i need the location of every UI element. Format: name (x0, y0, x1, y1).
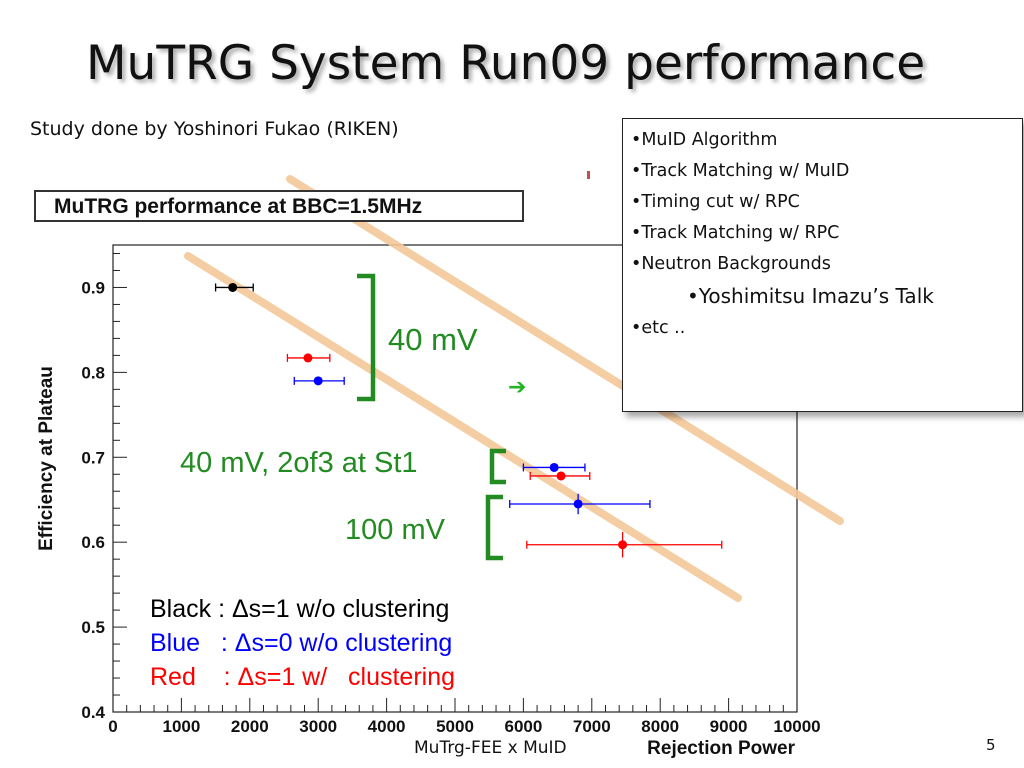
trend-band-lower (184, 252, 742, 602)
data-point (556, 471, 566, 481)
x-tick-label: 0 (108, 717, 117, 736)
green-arrow-icon: ➔ (508, 375, 526, 400)
plot-title: MuTRG performance at BBC=1.5MHz (54, 195, 423, 218)
annotation-40mv-2of3: 40 mV, 2of3 at St1 (180, 447, 418, 479)
x-tick-label: 2000 (231, 717, 269, 736)
data-point (549, 462, 559, 472)
info-item-muid-algorithm: •MuID Algorithm (631, 130, 778, 150)
data-point (303, 353, 313, 363)
legend-entry: Red : Δs=1 w/ clustering (150, 663, 455, 691)
x-tick-label: 9000 (710, 717, 748, 736)
slide-subtitle: Study done by Yoshinori Fukao (RIKEN) (30, 118, 399, 140)
info-item-imazu-talk: •Yoshimitsu Imazu’s Talk (687, 284, 934, 308)
bracket-2of3 (489, 448, 506, 485)
bracket-40mv (357, 273, 376, 402)
x-tick-label: 1000 (162, 717, 200, 736)
plot-title-box: MuTRG performance at BBC=1.5MHz (34, 190, 524, 222)
info-item-neutron-backgrounds: •Neutron Backgrounds (631, 254, 831, 274)
x-tick-label: 6000 (504, 717, 542, 736)
annotation-100mv: 100 mV (345, 514, 446, 546)
data-point (228, 282, 238, 292)
y-tick-label: 0.7 (81, 448, 105, 467)
data-point (618, 540, 628, 550)
trend-band-upper (286, 175, 844, 525)
legend-entry: Blue : Δs=0 w/o clustering (150, 629, 452, 657)
y-tick-label: 0.4 (81, 703, 105, 722)
x-tick-label: 3000 (299, 717, 337, 736)
data-point (313, 376, 323, 386)
data-point (573, 499, 583, 509)
legend-entry: Black : Δs=1 w/o clustering (150, 595, 449, 623)
info-item-track-matching-muid: •Track Matching w/ MuID (631, 161, 850, 181)
info-item-track-matching-rpc: •Track Matching w/ RPC (631, 223, 840, 243)
y-tick-label: 0.9 (81, 278, 105, 297)
x-tick-label: 8000 (641, 717, 679, 736)
slide-title: MuTRG System Run09 performance (86, 36, 926, 91)
red-tick-mark (587, 171, 590, 179)
y-axis-label: Efficiency at Plateau (36, 366, 57, 551)
y-tick-label: 0.5 (81, 618, 105, 637)
x-tick-label: 7000 (573, 717, 611, 736)
x-axis-label: Rejection Power (647, 738, 795, 759)
info-item-timing-cut-rpc: •Timing cut w/ RPC (631, 192, 800, 212)
x-tick-label: 5000 (436, 717, 474, 736)
info-box: •MuID Algorithm •Track Matching w/ MuID … (622, 118, 1023, 412)
y-tick-label: 0.8 (81, 363, 105, 382)
y-tick-label: 0.6 (81, 533, 105, 552)
annotation-40mv: 40 mV (388, 322, 478, 357)
bracket-100mv (485, 494, 503, 561)
page-number: 5 (986, 736, 996, 754)
info-item-etc: •etc .. (631, 318, 686, 338)
slide-footer: MuTrg-FEE x MuID (414, 738, 567, 758)
x-tick-label: 10000 (773, 717, 820, 736)
x-tick-label: 4000 (368, 717, 406, 736)
